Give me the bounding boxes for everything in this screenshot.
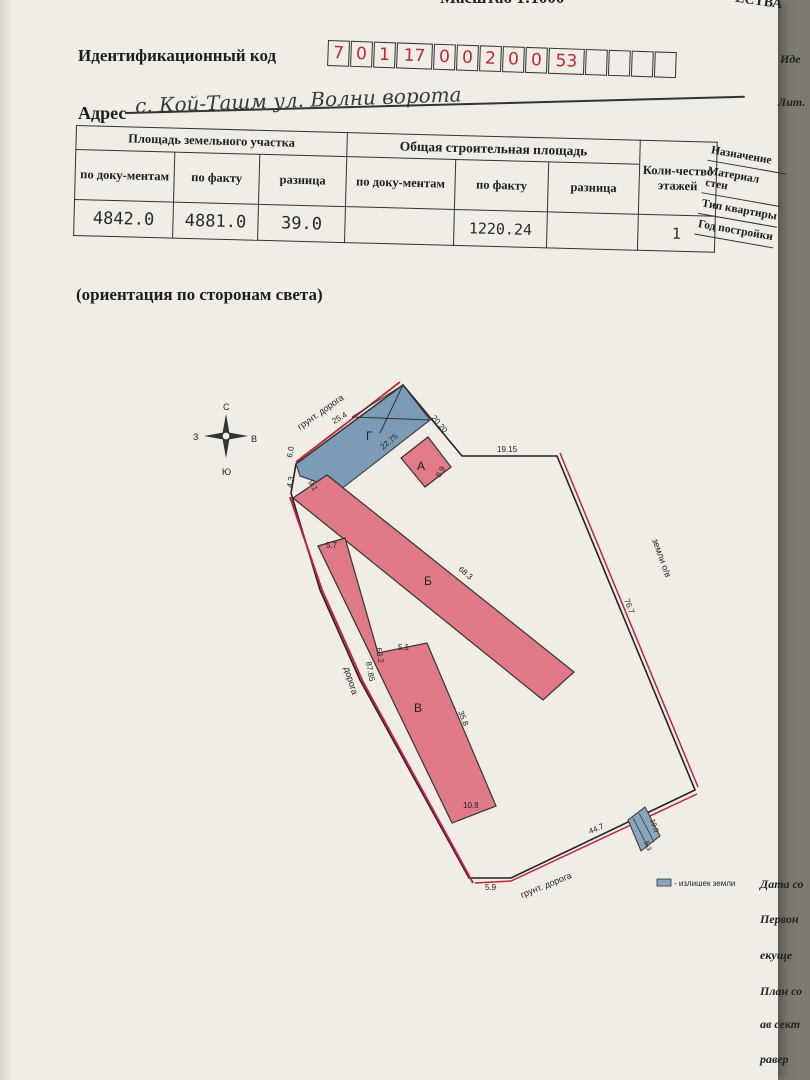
dim-b-length: 68.3: [457, 565, 475, 582]
excess-land-area: [627, 806, 661, 852]
dim-left-inner: 63.2: [374, 647, 386, 664]
dim-excess-b: 5.3: [642, 840, 652, 852]
right-ide: Иде: [780, 52, 801, 66]
building-v-label: В: [414, 701, 422, 715]
top-road-label: грунт. дорога: [295, 392, 345, 431]
id-code-label: Идентификационный код: [78, 46, 277, 65]
document-page: Масштаб 1:1000 ЕСТВА Идентификационный к…: [0, 0, 790, 1080]
legend-label: - излишек земли: [674, 879, 735, 888]
right-side-label: земли о/в: [650, 537, 673, 578]
dim-top-right-edge: 20.20: [429, 414, 449, 436]
right-line-4: План со: [760, 984, 803, 998]
dim-right-top-edge: 19.15: [497, 445, 518, 454]
orientation-label: (ориентация по сторонам света): [76, 285, 323, 304]
right-line-3: екуще: [760, 948, 793, 962]
dim-right-edge: 76.7: [622, 597, 636, 615]
bottom-road-label: грунт. дорога: [519, 870, 573, 900]
building-a: [400, 436, 452, 488]
compass-south: Ю: [222, 467, 231, 477]
dim-v-bottom: 10.8: [463, 801, 479, 810]
building-b-label: Б: [424, 574, 432, 588]
compass-west: З: [193, 432, 198, 442]
right-line-5: ав сект: [760, 1017, 801, 1031]
building-a-label: А: [417, 459, 425, 473]
dim-excess-a: 19.0: [648, 818, 659, 833]
building-g: [295, 384, 431, 491]
dim-left-small-a: 6.0: [285, 445, 296, 458]
compass-icon: С Ю З В: [193, 402, 257, 477]
right-line-6: равер: [760, 1052, 789, 1066]
page-binding: [0, 0, 14, 1080]
dim-bottom-left-edge: 5.9: [485, 883, 497, 892]
building-v: [317, 537, 497, 824]
scale-label: Масштаб 1:1000: [440, 0, 564, 8]
right-lit: Лит.: [778, 95, 806, 109]
dim-left-small-b: 4.3: [285, 475, 296, 488]
building-g-label: Г: [366, 429, 373, 443]
building-b: [291, 474, 575, 701]
compass-east: В: [251, 434, 257, 444]
address-label: Адрес: [78, 103, 127, 123]
legend: - излишек земли: [656, 878, 735, 888]
dim-v-mid: 5.1: [398, 643, 410, 652]
right-line-1: Дата со: [760, 877, 804, 891]
compass-north: С: [223, 402, 230, 412]
dim-left-outer: 87.85: [364, 661, 376, 683]
right-line-2: Первон: [760, 912, 799, 926]
site-plan: С Ю З В грунт. дорога грунт. дорога доро…: [193, 381, 735, 900]
dim-v-top-small: 5.7: [326, 541, 338, 550]
